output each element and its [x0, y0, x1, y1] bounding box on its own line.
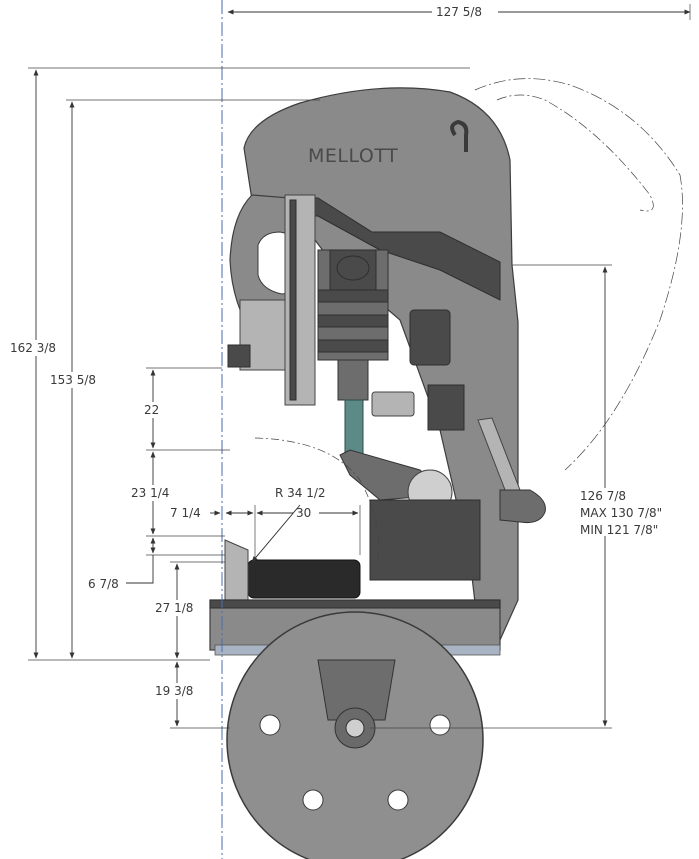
wheel-hole-3 [302, 789, 324, 811]
gearbox [409, 309, 451, 366]
radius-arc [254, 437, 379, 561]
control-box [427, 384, 465, 431]
dim-22: 22 [144, 403, 159, 417]
base-top-strip [209, 599, 501, 609]
wheel-hole-2 [429, 714, 451, 736]
rail-bar [289, 199, 297, 401]
label-bg-22 [140, 402, 168, 418]
dim-30: 30 [296, 506, 311, 520]
motor-cap [336, 255, 370, 281]
label-bg-19 [152, 683, 200, 699]
label-bg-base [48, 372, 108, 388]
side-handle [499, 489, 546, 523]
swing-phantom-inner [496, 94, 654, 212]
dim-radius: R 34 1/2 [275, 486, 326, 500]
label-bg-27 [152, 600, 200, 616]
dim-27-1-8: 27 1/8 [155, 601, 193, 615]
clamp-ring-3 [317, 339, 389, 353]
wheel-hole-4 [387, 789, 409, 811]
wheel-strut [317, 659, 396, 721]
radius-leader [251, 504, 301, 563]
clamp-ring-1 [317, 289, 389, 303]
dim-23-1-4: 23 1/4 [131, 486, 169, 500]
chute [224, 539, 249, 601]
dim-overall-height: 162 3/8 [10, 341, 56, 355]
dim-7-1-4: 7 1/4 [170, 506, 201, 520]
label-bg-23 [128, 485, 178, 501]
dim-6-7-8: 6 7/8 [88, 577, 119, 591]
dim-min-height: MIN 121 7/8" [580, 523, 658, 537]
spindle [337, 359, 369, 401]
hub-center [345, 718, 365, 738]
motor-housing [371, 391, 415, 417]
dim-height-to-base: 153 5/8 [50, 373, 96, 387]
machine-body: MELLOTT [209, 87, 546, 859]
lift-hook [450, 119, 469, 152]
wheel-hole-1 [259, 714, 281, 736]
label-bg-radius [272, 485, 338, 501]
dim-19-3-8: 19 3/8 [155, 684, 193, 698]
label-bg-height [8, 340, 66, 356]
clamp-block [227, 344, 251, 368]
label-bg-30 [293, 505, 319, 521]
label-bg-center [576, 488, 676, 536]
label-bg-width [432, 4, 498, 20]
label-bg-7 [168, 505, 208, 521]
brand-label: MELLOTT [308, 145, 398, 167]
dim-center-height: 126 7/8 [580, 489, 626, 503]
clamp-ring-2 [317, 314, 389, 328]
dim-max-height: MAX 130 7/8" [580, 506, 662, 520]
feed-roller [247, 559, 361, 599]
lower-body [369, 499, 481, 581]
dim-overall-width: 127 5/8 [436, 5, 482, 19]
swing-phantom [474, 78, 683, 471]
dim-leader-6 [126, 555, 154, 584]
